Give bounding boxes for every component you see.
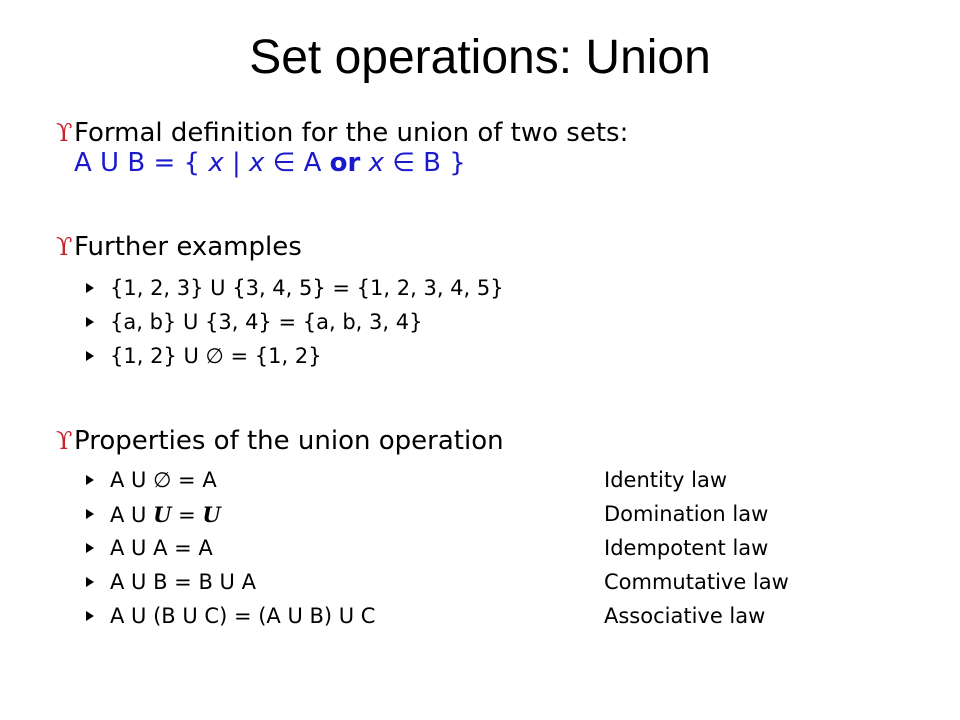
slide-title: Set operations: Union [249,31,711,84]
law-name: Idempotent law [604,536,769,560]
triangle-bullet-icon [86,509,94,519]
properties-label: Properties of the union operation [74,426,504,456]
bullet-glyph-icon: ϒ [56,233,73,261]
law-name: Commutative law [604,570,789,594]
law-name: Associative law [604,604,766,628]
definition-bullet: ϒ Formal definition for the union of two… [56,118,628,178]
union-definition-formula: A U B = { x | x ∈ A or x ∈ B } [74,148,466,178]
properties-bullet: ϒ Properties of the union operation [56,426,504,456]
bullet-glyph-icon: ϒ [56,119,73,147]
definition-label: Formal definition for the union of two s… [74,118,629,148]
law-name: Identity law [604,468,728,492]
list-item: {1, 2, 3} U {3, 4, 5} = {1, 2, 3, 4, 5} [86,271,504,305]
examples-bullet: ϒ Further examples [56,232,302,262]
triangle-bullet-icon [86,577,94,587]
triangle-bullet-icon [86,317,94,327]
law-name: Domination law [604,502,769,526]
triangle-bullet-icon [86,611,94,621]
triangle-bullet-icon [86,283,94,293]
triangle-bullet-icon [86,351,94,361]
examples-label: Further examples [74,232,302,262]
list-item: {1, 2} U ∅ = {1, 2} [86,339,504,373]
list-item: {a, b} U {3, 4} = {a, b, 3, 4} [86,305,504,339]
triangle-bullet-icon [86,543,94,553]
bullet-glyph-icon: ϒ [56,427,73,455]
triangle-bullet-icon [86,475,94,485]
examples-list: {1, 2, 3} U {3, 4, 5} = {1, 2, 3, 4, 5} … [86,271,504,373]
